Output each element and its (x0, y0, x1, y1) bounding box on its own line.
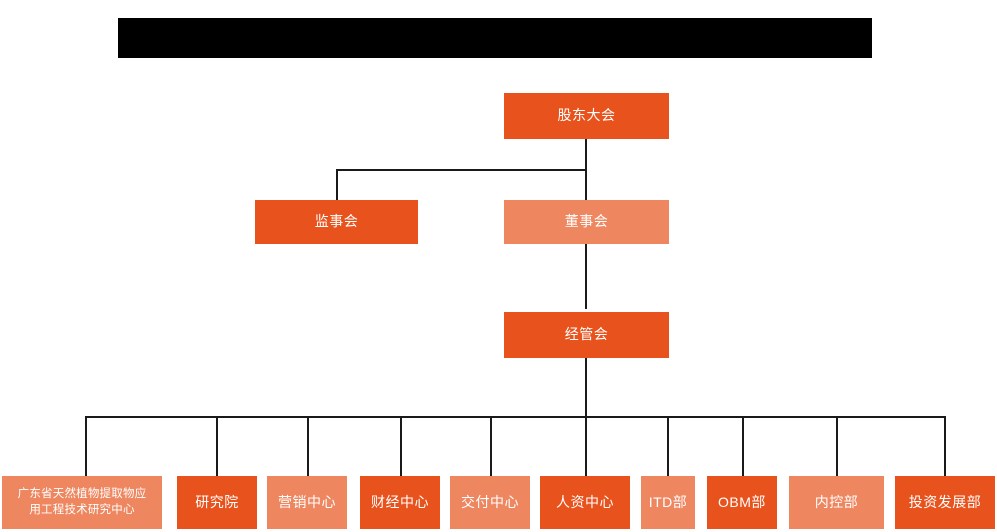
node-delivery-center-label: 交付中心 (461, 493, 519, 510)
node-marketing-center-label: 营销中心 (278, 493, 336, 510)
node-marketing-center[interactable]: 营销中心 (267, 476, 347, 529)
node-gd-natural-plant-extract-center[interactable]: 广东省天然植物提取物应 用工程技术研究中心 (2, 476, 162, 529)
connector-drop-finance-center (400, 416, 402, 476)
node-board-of-directors[interactable]: 董事会 (504, 200, 669, 244)
node-board-of-directors-label: 董事会 (564, 213, 609, 230)
node-hr-center-label: 人资中心 (556, 493, 614, 510)
node-management-committee-label: 经管会 (564, 326, 609, 343)
redacted-title-bar (118, 18, 872, 58)
connector-drop-internal-control-dept (836, 416, 838, 476)
connector-drop-itd-dept (667, 416, 669, 476)
connector-down-directors (585, 169, 587, 200)
connector-drop-investment-dev-dept (944, 416, 946, 476)
connector-drop-obm-dept (742, 416, 744, 476)
node-itd-department-label: ITD部 (648, 493, 688, 510)
node-shareholders-meeting-label: 股东大会 (557, 107, 616, 124)
connector-drop-delivery-center (490, 416, 492, 476)
node-finance-center[interactable]: 财经中心 (360, 476, 440, 529)
node-internal-control-department-label: 内控部 (814, 493, 859, 510)
node-obm-department-label: OBM部 (718, 493, 766, 510)
node-investment-development-department-label: 投资发展部 (908, 493, 982, 510)
node-board-of-supervisors[interactable]: 监事会 (255, 200, 418, 244)
connector-shareholders-down (585, 139, 587, 171)
connector-level2-bus (336, 169, 587, 171)
node-gd-natural-plant-extract-center-label-line1: 广东省天然植物提取物应 (17, 487, 147, 500)
node-research-institute-label: 研究院 (195, 493, 239, 510)
node-board-of-supervisors-label: 监事会 (314, 213, 359, 230)
node-investment-development-department[interactable]: 投资发展部 (895, 476, 995, 529)
connector-drop-marketing-center (307, 416, 309, 476)
node-shareholders-meeting[interactable]: 股东大会 (504, 93, 669, 139)
connector-drop-gd-center (85, 416, 87, 476)
connector-drop-hr-center (585, 416, 587, 476)
connector-department-bus (85, 416, 946, 418)
node-gd-natural-plant-extract-center-label-line2: 用工程技术研究中心 (29, 503, 135, 516)
node-research-institute[interactable]: 研究院 (177, 476, 257, 529)
node-hr-center[interactable]: 人资中心 (540, 476, 630, 529)
node-delivery-center[interactable]: 交付中心 (450, 476, 530, 529)
connector-drop-research-institute (216, 416, 218, 476)
node-obm-department[interactable]: OBM部 (707, 476, 777, 529)
node-internal-control-department[interactable]: 内控部 (789, 476, 884, 529)
node-itd-department[interactable]: ITD部 (641, 476, 695, 529)
node-finance-center-label: 财经中心 (371, 493, 429, 510)
connector-management-down (585, 358, 587, 417)
connector-directors-management (585, 243, 587, 309)
node-management-committee[interactable]: 经管会 (504, 312, 669, 358)
connector-down-supervisors (336, 169, 338, 200)
